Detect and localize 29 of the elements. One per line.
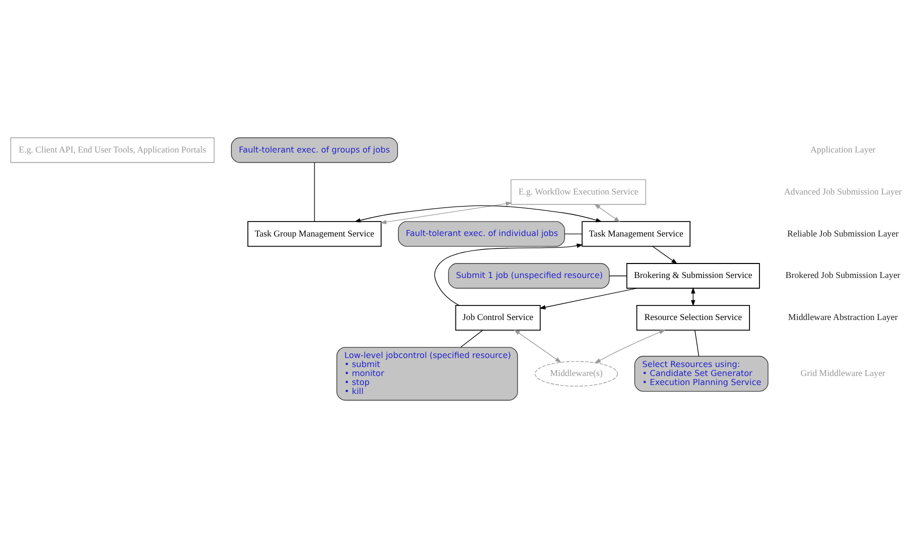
node-box: Task Management Service bbox=[582, 221, 690, 247]
node-box: Low-level jobcontrol (specified resource) • submit • monitor • stop • kill bbox=[336, 347, 518, 401]
label: Application Layer bbox=[810, 144, 876, 154]
arrow bbox=[652, 246, 678, 264]
node-box: Task Group Management Service bbox=[247, 221, 382, 247]
node-box: E.g. Client API, End User Tools, Application Portals bbox=[10, 137, 214, 163]
arrow bbox=[514, 330, 562, 363]
label: Brokered Job Submission Layer bbox=[786, 270, 900, 280]
node-ellipse: Middleware(s) bbox=[534, 361, 618, 386]
node-box: Fault-tolerant exec. of groups of jobs bbox=[231, 137, 398, 163]
arrow bbox=[539, 288, 638, 310]
arrow bbox=[380, 202, 512, 224]
node-box: Submit 1 job (unspecified resource) bbox=[448, 263, 610, 289]
label: Grid Middleware Layer bbox=[800, 368, 886, 378]
node-box: Job Control Service bbox=[455, 304, 541, 331]
connector bbox=[694, 330, 700, 356]
node-box: Resource Selection Service bbox=[636, 304, 750, 331]
arrow bbox=[434, 244, 583, 306]
node-box: Fault-tolerant exec. of individual jobs bbox=[398, 221, 565, 247]
node-box: Brokering & Submission Service bbox=[626, 263, 760, 289]
node-box: Select Resources using: • Candidate Set Generator • Execution Planning Service bbox=[634, 356, 768, 392]
arrow bbox=[594, 330, 666, 364]
connector bbox=[314, 162, 315, 222]
label: Middleware Abstraction Layer bbox=[788, 312, 898, 322]
label: Advanced Job Submission Layer bbox=[784, 186, 902, 196]
label: Reliable Job Submission Layer bbox=[787, 228, 899, 238]
node-box: E.g. Workflow Execution Service bbox=[510, 179, 646, 205]
arrow bbox=[354, 205, 602, 222]
arrow bbox=[594, 204, 620, 222]
